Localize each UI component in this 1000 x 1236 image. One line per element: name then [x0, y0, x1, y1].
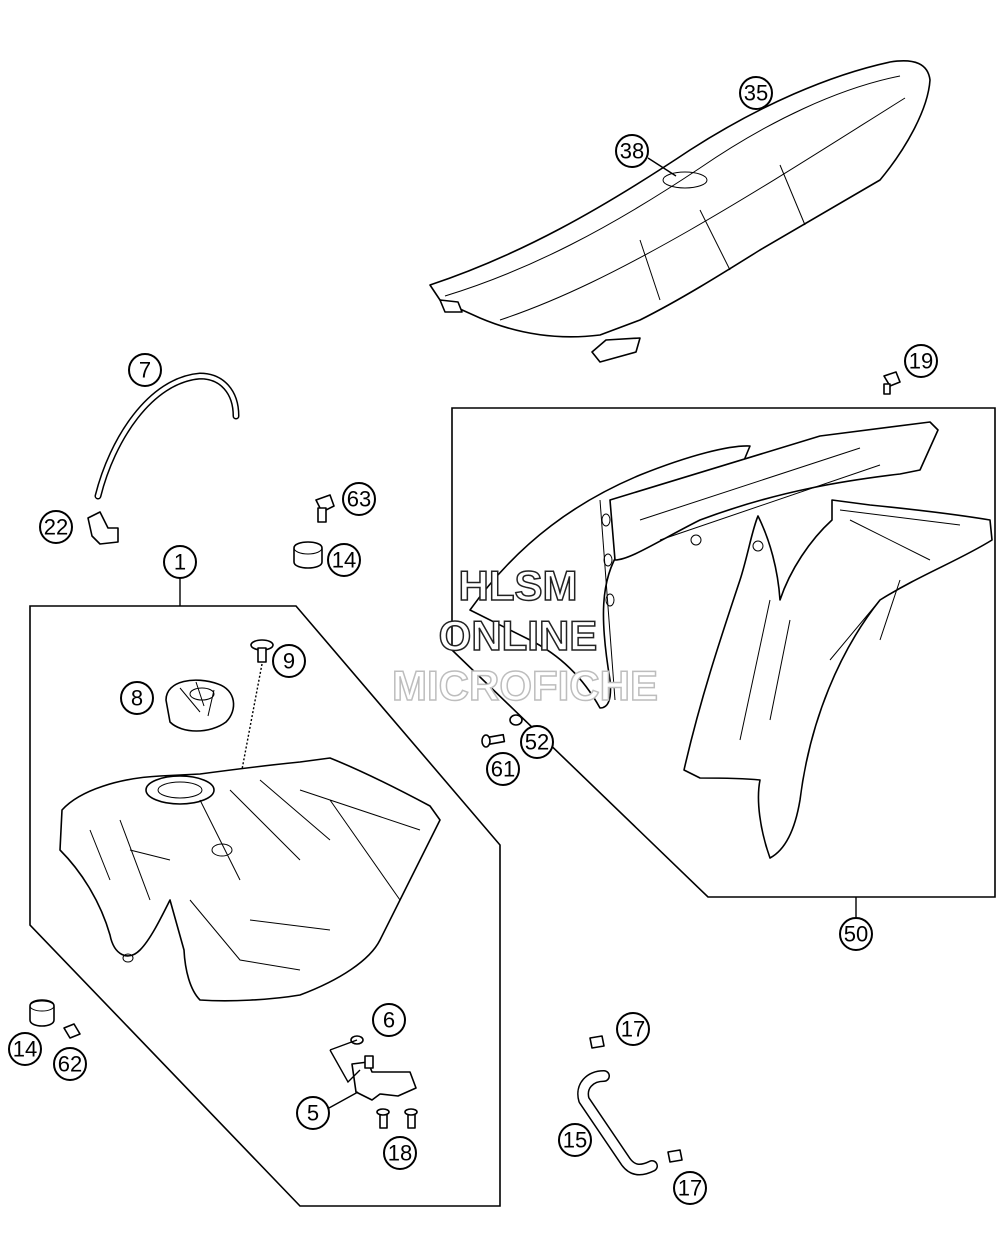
callout-8: 8 — [120, 681, 154, 715]
watermark: HLSM ONLINE MICROFICHE — [391, 561, 659, 710]
hose-clamp-17-upper-part — [589, 1035, 605, 1049]
svg-text:5: 5 — [307, 1101, 319, 1126]
callout-38: 38 — [615, 134, 649, 168]
callout-15: 15 — [558, 1123, 592, 1157]
svg-text:52: 52 — [525, 730, 549, 755]
left-shroud-part — [469, 421, 939, 709]
callout-52: 52 — [520, 725, 554, 759]
svg-text:1: 1 — [174, 550, 186, 575]
svg-text:14: 14 — [13, 1037, 37, 1062]
callout-5: 5 — [296, 1096, 330, 1130]
svg-text:8: 8 — [131, 686, 143, 711]
callout-22: 22 — [39, 510, 73, 544]
screw-61-part — [481, 733, 506, 748]
callout-18: 18 — [383, 1136, 417, 1170]
fuel-tap-part — [329, 1039, 417, 1101]
callout-1: 1 — [163, 545, 197, 579]
callout-63: 63 — [342, 482, 376, 516]
washer-52-part — [509, 714, 523, 726]
hose-clamp-17-lower-part — [667, 1149, 683, 1163]
callout-9: 9 — [272, 644, 306, 678]
svg-text:9: 9 — [283, 649, 295, 674]
callout-17-upper: 17 — [616, 1012, 650, 1046]
vent-hose-part — [94, 372, 240, 500]
spacer-14-upper-part — [293, 541, 323, 569]
svg-text:35: 35 — [744, 81, 768, 106]
svg-text:7: 7 — [139, 358, 151, 383]
svg-text:62: 62 — [58, 1052, 82, 1077]
spacer-14-lower-part — [29, 999, 55, 1027]
svg-text:14: 14 — [332, 548, 356, 573]
callout-50: 50 — [839, 917, 873, 951]
vent-screw-9-part — [239, 639, 274, 781]
shroud-group-frame — [451, 407, 996, 898]
fuel-tank-part — [59, 757, 441, 1002]
svg-text:61: 61 — [491, 757, 515, 782]
svg-text:38: 38 — [620, 139, 644, 164]
tank-group-frame — [29, 605, 501, 1207]
svg-text:18: 18 — [388, 1141, 412, 1166]
fuel-cap-part — [165, 679, 235, 732]
callout-62: 62 — [53, 1047, 87, 1081]
svg-text:63: 63 — [347, 487, 371, 512]
screw-63-part — [315, 494, 335, 523]
callout-61: 61 — [486, 752, 520, 786]
callout-14-upper: 14 — [327, 543, 361, 577]
watermark-line-1: HLSM — [459, 562, 578, 609]
vent-fitting-part — [87, 511, 119, 545]
svg-text:17: 17 — [678, 1176, 702, 1201]
svg-text:15: 15 — [563, 1128, 587, 1153]
watermark-line-3: MICROFICHE — [392, 662, 658, 709]
svg-text:19: 19 — [909, 349, 933, 374]
seat-part — [429, 60, 931, 363]
callout-35: 35 — [739, 76, 773, 110]
callout-17-lower: 17 — [673, 1171, 707, 1205]
callout-19: 19 — [904, 344, 938, 378]
callout-7: 7 — [128, 353, 162, 387]
watermark-line-2: ONLINE — [439, 612, 598, 659]
callout-6: 6 — [372, 1003, 406, 1037]
right-shroud-part — [683, 499, 993, 859]
callout-14-lower: 14 — [8, 1032, 42, 1066]
svg-text:50: 50 — [844, 922, 868, 947]
svg-text:22: 22 — [44, 515, 68, 540]
screw-62-part — [63, 1023, 81, 1039]
screws-18-part — [376, 1108, 418, 1129]
screw-19-part — [883, 371, 901, 395]
svg-text:17: 17 — [621, 1017, 645, 1042]
svg-text:6: 6 — [383, 1008, 395, 1033]
fuel-hose-15-part — [577, 1070, 658, 1176]
